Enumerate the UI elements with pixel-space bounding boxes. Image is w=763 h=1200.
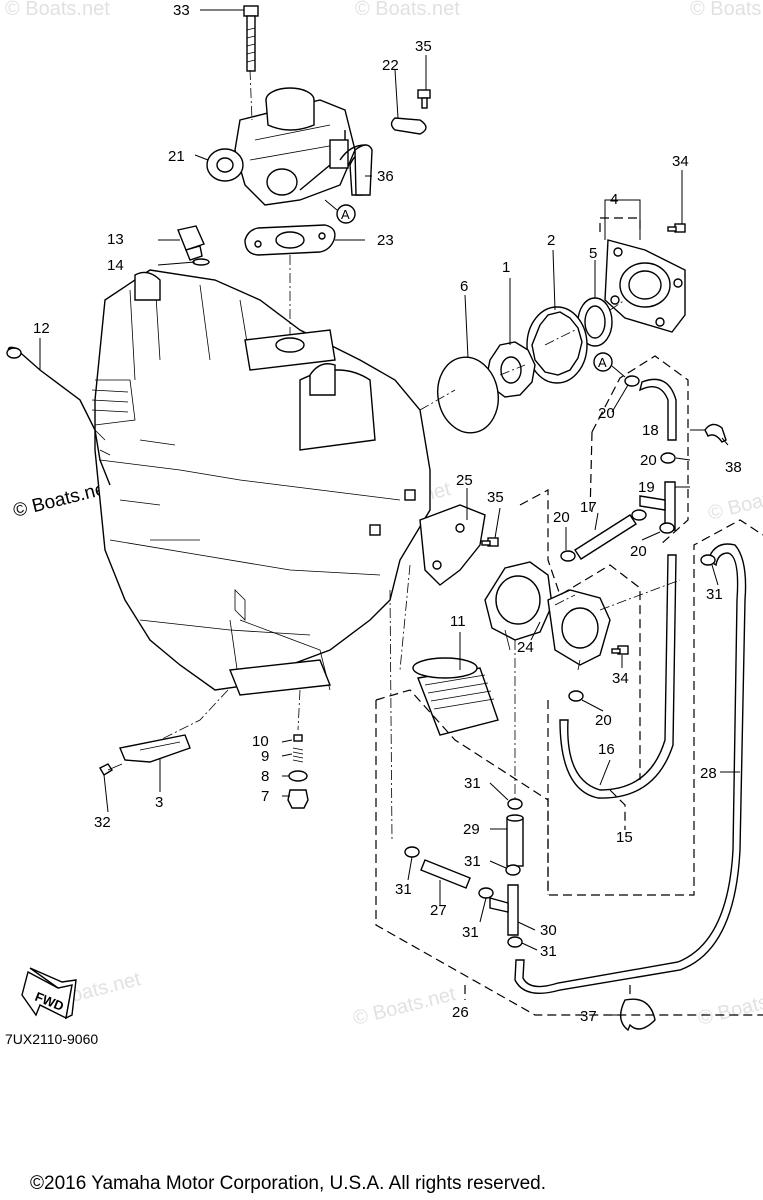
watermark: © Boats.net [706,478,763,525]
callout-11: 11 [450,613,466,630]
callout-25: 25 [456,472,473,489]
fwd-arrow: FWD [21,967,77,1020]
callout-20: 20 [595,712,612,729]
leader-lines [39,9,740,1016]
hose-36 [339,144,373,196]
callout-31: 31 [706,586,723,603]
callout-23: 23 [377,232,394,249]
diagram-code: 7UX2110-9060 [5,1031,98,1047]
callout-31: 31 [462,924,479,941]
carb-gasket [244,224,336,256]
callout-34: 34 [672,153,689,170]
callout-18: 18 [642,422,659,439]
callout-20: 20 [640,452,657,469]
outer-rotor [526,306,588,384]
carburetor [206,87,356,206]
callout-36: 36 [377,168,394,185]
callout-33: 33 [173,2,190,19]
watermark: © Boats.net [351,983,458,1030]
callout-31: 31 [464,853,481,870]
fuel-hoses [420,378,747,994]
watermark: © Boats.net [5,0,110,20]
callout-12: 12 [33,320,50,337]
callout-34: 34 [612,670,629,687]
callout-20: 20 [630,543,647,560]
callout-32: 32 [94,814,111,831]
callout-31: 31 [395,881,412,898]
ref-marker-a-group: A A [324,199,626,378]
oil-filter [412,657,499,736]
watermark: © Boats.net [696,983,763,1030]
fuel-pump-cover [604,239,686,333]
fuel-pump [484,561,611,671]
callout-5: 5 [589,245,597,262]
bolt-33 [243,5,259,72]
engine-block [91,269,431,696]
callout-17: 17 [580,499,597,516]
callout-13: 13 [107,231,124,248]
callout-24: 24 [517,639,534,656]
callout-31: 31 [464,775,481,792]
cover-plate [99,734,191,776]
o-ring [437,356,499,434]
watermark: © Boats.net [355,0,460,20]
ref-marker-a: A [598,355,607,370]
callout-4: 4 [610,191,618,208]
callout-16: 16 [598,741,615,758]
callout-numbers: 1 2 3 4 5 6 7 8 9 10 11 12 13 14 15 16 1… [33,2,742,1025]
callout-30: 30 [540,922,557,939]
callout-6: 6 [460,278,468,295]
callout-9: 9 [261,748,269,765]
callout-27: 27 [430,902,447,919]
bracket-25 [419,504,486,586]
ref-marker-a: A [341,207,350,222]
bracket-22 [390,89,431,135]
callout-21: 21 [168,148,185,165]
callout-28: 28 [700,765,717,782]
drain-plug-parts [287,734,309,809]
oil-filler-cap [177,225,210,266]
callout-19: 19 [638,479,655,496]
watermark: © Boats.net [690,0,763,20]
copyright: ©2016 Yamaha Motor Corporation, U.S.A. A… [30,1173,546,1194]
callout-22: 22 [382,57,399,74]
callout-26: 26 [452,1004,469,1021]
callout-15: 15 [616,829,633,846]
callout-3: 3 [155,794,163,811]
callout-10: 10 [252,733,269,750]
small-bolts [481,223,686,655]
callout-20: 20 [598,405,615,422]
callout-35: 35 [487,489,504,506]
inner-rotor [486,341,536,398]
callout-2: 2 [547,232,555,249]
callout-35: 35 [415,38,432,55]
callout-37: 37 [580,1008,597,1025]
callout-29: 29 [463,821,480,838]
callout-38: 38 [725,459,742,476]
callout-14: 14 [107,257,124,274]
dipstick [6,346,111,486]
callout-20: 20 [553,509,570,526]
callout-8: 8 [261,768,269,785]
callout-31: 31 [540,943,557,960]
alignment-lines [159,69,681,841]
callout-7: 7 [261,788,269,805]
callout-1: 1 [502,259,510,276]
hose-clips [404,375,727,1032]
